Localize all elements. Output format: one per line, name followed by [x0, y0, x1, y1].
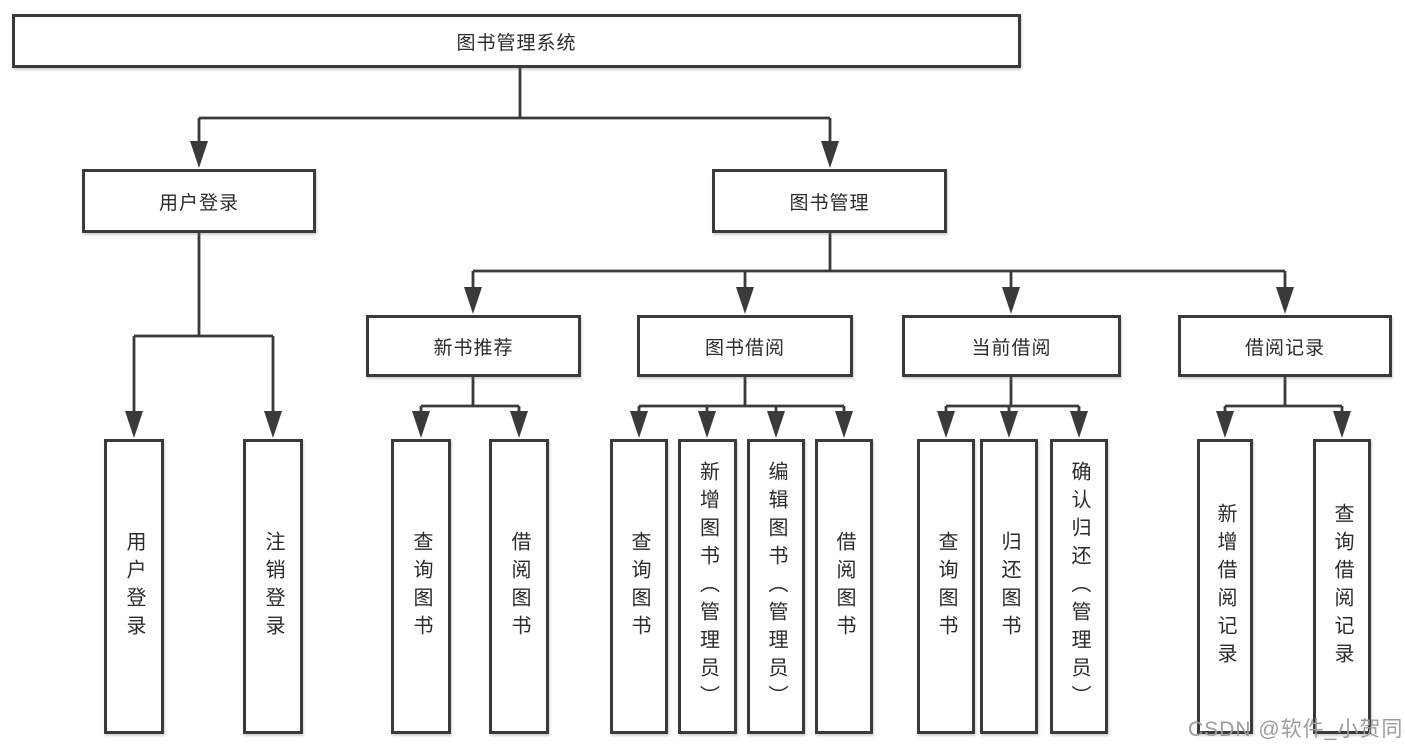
- node-borrow-record: 借阅记录: [1178, 315, 1392, 377]
- node-label: 借阅图书: [833, 530, 855, 643]
- arrow-down-icon: [630, 411, 648, 438]
- arrow-down-icon: [767, 411, 785, 438]
- connector-current-children: [944, 377, 1081, 413]
- node-label: 用户登录: [123, 530, 145, 643]
- arrow-down-icon: [412, 411, 430, 438]
- node-label: 新增借阅记录: [1214, 502, 1236, 671]
- arrow-down-icon: [736, 287, 754, 314]
- node-add-borrow-record: 新增借阅记录: [1197, 439, 1253, 734]
- node-user-login: 用户登录: [82, 169, 316, 233]
- arrow-down-icon: [510, 411, 528, 438]
- arrow-down-icon: [1333, 411, 1351, 438]
- node-root: 图书管理系统: [12, 14, 1021, 68]
- node-query-book-borrow: 查询图书: [610, 439, 668, 734]
- node-label: 确认归还（管理员）: [1068, 460, 1090, 713]
- node-label: 查询借阅记录: [1331, 502, 1353, 671]
- arrow-down-icon: [264, 411, 282, 438]
- arrow-down-icon: [1000, 411, 1018, 438]
- arrow-down-icon: [190, 141, 208, 168]
- node-borrow-book-leaf: 借阅图书: [815, 439, 873, 734]
- node-label: 用户登录: [158, 192, 239, 214]
- arrow-down-icon: [835, 411, 853, 438]
- node-label: 新增图书（管理员）: [696, 460, 719, 713]
- node-new-book-recommend: 新书推荐: [366, 315, 581, 377]
- node-book-manage: 图书管理: [712, 169, 947, 233]
- arrow-down-icon: [821, 141, 839, 168]
- node-return-book: 归还图书: [980, 439, 1038, 734]
- node-user-login-leaf: 用户登录: [104, 439, 164, 734]
- node-current-borrow: 当前借阅: [902, 315, 1121, 377]
- node-query-book-current: 查询图书: [917, 439, 975, 734]
- arrow-down-icon: [698, 411, 716, 438]
- node-label: 归还图书: [998, 530, 1020, 643]
- node-query-book-recommend: 查询图书: [391, 439, 451, 734]
- node-label: 新书推荐: [433, 337, 514, 359]
- arrow-down-icon: [937, 411, 955, 438]
- connector-borrow-children: [637, 377, 846, 413]
- node-label: 借阅图书: [508, 530, 530, 643]
- node-confirm-return-admin: 确认归还（管理员）: [1050, 439, 1108, 734]
- connector-recommend-children: [419, 377, 521, 413]
- node-label: 查询图书: [935, 530, 957, 643]
- node-add-book-admin: 新增图书（管理员）: [678, 439, 737, 734]
- node-book-borrow: 图书借阅: [637, 315, 853, 377]
- node-label: 查询图书: [410, 530, 432, 643]
- node-label: 借阅记录: [1244, 337, 1325, 359]
- connector-record-children: [1223, 377, 1344, 413]
- node-label: 图书管理: [789, 192, 870, 214]
- connector-root-to-level2: [197, 68, 832, 142]
- node-label: 图书借阅: [704, 337, 785, 359]
- arrow-down-icon: [1070, 411, 1088, 438]
- watermark: CSDN @软件_小贺同学: [1188, 718, 1405, 741]
- node-root-label: 图书管理系统: [456, 32, 577, 54]
- node-label: 当前借阅: [971, 337, 1052, 359]
- arrow-down-icon: [464, 287, 482, 314]
- node-borrow-book-recommend: 借阅图书: [489, 439, 549, 734]
- node-label: 编辑图书（管理员）: [765, 460, 787, 713]
- arrow-down-icon: [1002, 287, 1020, 314]
- node-query-borrow-record: 查询借阅记录: [1313, 439, 1371, 734]
- arrow-down-icon: [125, 411, 143, 438]
- arrow-down-icon: [1276, 287, 1294, 314]
- node-label: 查询图书: [628, 530, 650, 643]
- node-label: 注销登录: [262, 530, 284, 643]
- connector-login-children: [132, 233, 275, 413]
- arrow-down-icon: [1216, 411, 1234, 438]
- connector-manage-to-level3: [471, 233, 1287, 290]
- node-edit-book-admin: 编辑图书（管理员）: [747, 439, 805, 734]
- node-logout-leaf: 注销登录: [243, 439, 303, 734]
